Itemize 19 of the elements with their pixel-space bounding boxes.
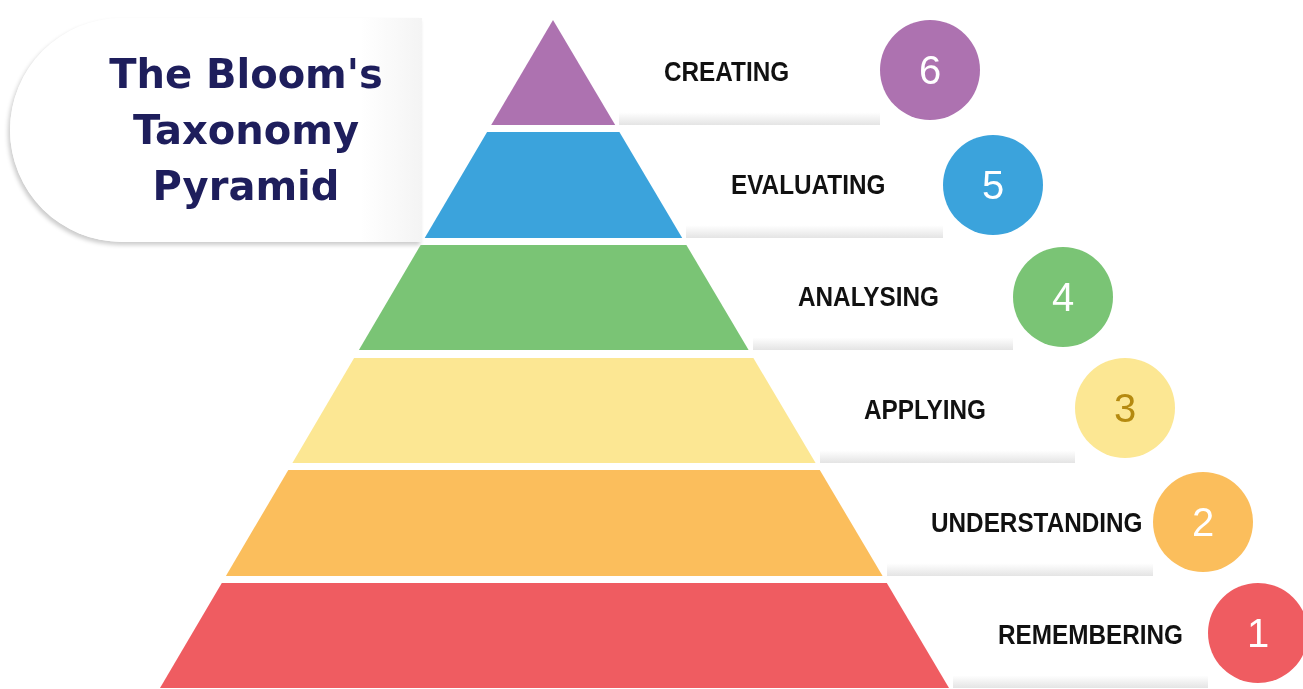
level-number: 1 xyxy=(1246,610,1270,656)
level-number: 6 xyxy=(918,47,942,93)
pyramid-layer xyxy=(225,470,883,576)
title-text: The Bloom's Taxonomy Pyramid xyxy=(108,50,384,211)
level-number: 3 xyxy=(1113,385,1137,431)
pyramid-layer xyxy=(358,245,749,350)
pyramid-layer xyxy=(292,358,816,463)
pyramid-layer xyxy=(160,583,949,688)
level-label: REMEMBERING xyxy=(997,620,1183,651)
pyramid-layer xyxy=(424,132,683,238)
level-label: EVALUATING xyxy=(730,169,886,201)
level-label: APPLYING xyxy=(864,395,987,426)
level-label: ANALYSING xyxy=(797,282,939,313)
level-number: 4 xyxy=(1051,274,1075,320)
level-label: UNDERSTANDING xyxy=(931,507,1143,539)
pyramid-top-triangle xyxy=(491,20,616,125)
level-number: 2 xyxy=(1191,499,1215,545)
level-label: CREATING xyxy=(664,57,790,88)
level-number: 5 xyxy=(981,162,1005,208)
